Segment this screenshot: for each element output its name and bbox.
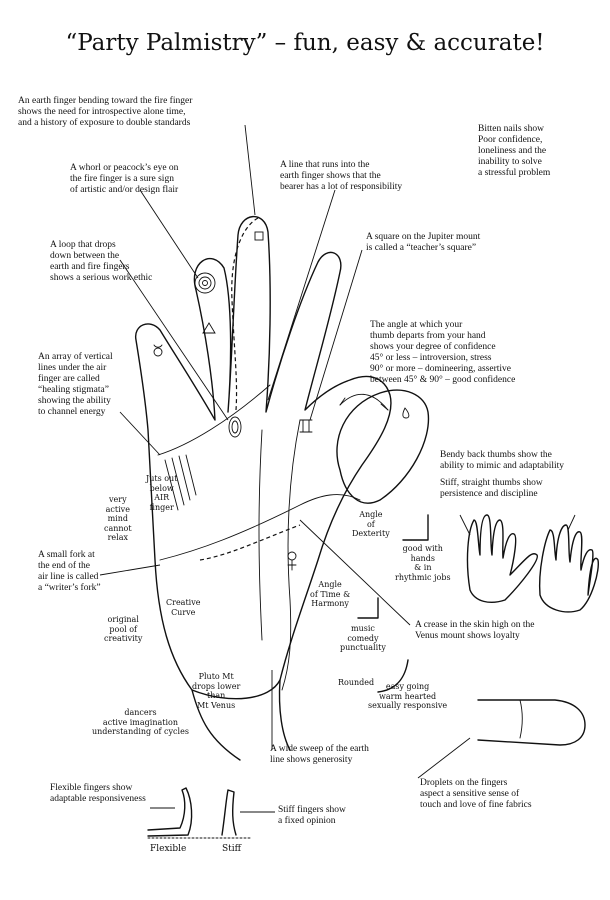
pointer-lines (99, 124, 576, 813)
note-stiff-thumbs: Stiff, straight thumbs show persistence … (440, 478, 543, 499)
healing-stigmata-lines (164, 454, 197, 511)
hand-outline (135, 215, 392, 700)
label-music: music comedy punctuality (340, 624, 386, 652)
whorl-icon (194, 272, 216, 294)
label-creative-curve: Creative Curve (166, 598, 201, 617)
heart-line (157, 384, 271, 456)
note-loop: A loop that drops down between the earth… (50, 240, 153, 283)
label-original-pool: original pool of creativity (104, 615, 143, 643)
label-good-hands: good with hands & in rhythmic jobs (395, 544, 451, 582)
note-bitten-nails: Bitten nails show Poor confidence, lonel… (478, 124, 551, 178)
label-flexible: Flexible (150, 844, 187, 854)
rounded-marker (377, 659, 409, 693)
note-flexible-fingers: Flexible fingers show adaptable responsi… (50, 783, 146, 804)
venus-symbol-icon (287, 551, 297, 571)
note-bendy-thumbs: Bendy back thumbs show the ability to mi… (440, 450, 565, 471)
gemini-symbol-icon (299, 419, 313, 433)
bendy-thumb-hand (466, 514, 538, 603)
note-earth-line-sweep: A wide sweep of the earth line shows gen… (270, 744, 369, 765)
label-juts-out: Juts out below AIR finger (146, 474, 178, 512)
note-line-into-earth: A line that runs into the earth finger s… (280, 160, 403, 192)
mercury-symbol-icon (153, 344, 163, 357)
teardrop-icon (402, 407, 410, 419)
angle-dexterity-marker (402, 514, 429, 541)
note-writers-fork: A small fork at the end of the air line … (38, 550, 101, 593)
fingertip-profile (477, 699, 586, 746)
head-line (159, 494, 361, 561)
label-dancers: dancers active imagination understanding… (92, 708, 189, 736)
page-title: “Party Palmistry” – fun, easy & accurate… (65, 30, 545, 56)
label-angle-dexterity: Angle of Dexterity (352, 510, 390, 538)
label-pluto: Pluto Mt drops lower than Mt Venus (192, 672, 241, 710)
note-whorl: A whorl or peacock’s eye on the fire fin… (70, 163, 179, 195)
label-angle-time: Angle of Time & Harmony (310, 580, 351, 608)
life-line (281, 419, 301, 691)
loop-icon (228, 416, 242, 438)
label-easy-going: easy going warm hearted sexually respons… (368, 682, 448, 710)
flexible-finger-sketch (147, 787, 193, 837)
note-stiff-fingers: Stiff fingers show a fixed opinion (278, 805, 346, 826)
note-thumb-angle: The angle at which your thumb departs fr… (370, 320, 516, 385)
note-square-jupiter: A square on the Jupiter mount is called … (366, 232, 481, 253)
label-very-active: very active mind cannot relax (104, 495, 132, 542)
angle-time-marker (357, 597, 379, 619)
fate-line (258, 429, 263, 641)
note-venus-crease: A crease in the skin high on the Venus m… (415, 620, 535, 641)
note-earth-finger-bending: An earth finger bending toward the fire … (18, 96, 193, 128)
thumb-outline (336, 389, 430, 504)
triangle-icon (202, 322, 216, 334)
stiff-finger-sketch (221, 789, 237, 836)
thumb-angle-arc (339, 393, 389, 411)
label-rounded: Rounded (338, 678, 375, 687)
note-healing-stigmata: An array of vertical lines under the air… (38, 352, 113, 417)
square-icon (254, 231, 264, 241)
note-droplets: Droplets on the fingers aspect a sensiti… (420, 778, 532, 810)
stiff-thumb-hand (538, 524, 599, 613)
label-stiff: Stiff (222, 844, 242, 854)
earth-finger-bend (231, 217, 259, 411)
